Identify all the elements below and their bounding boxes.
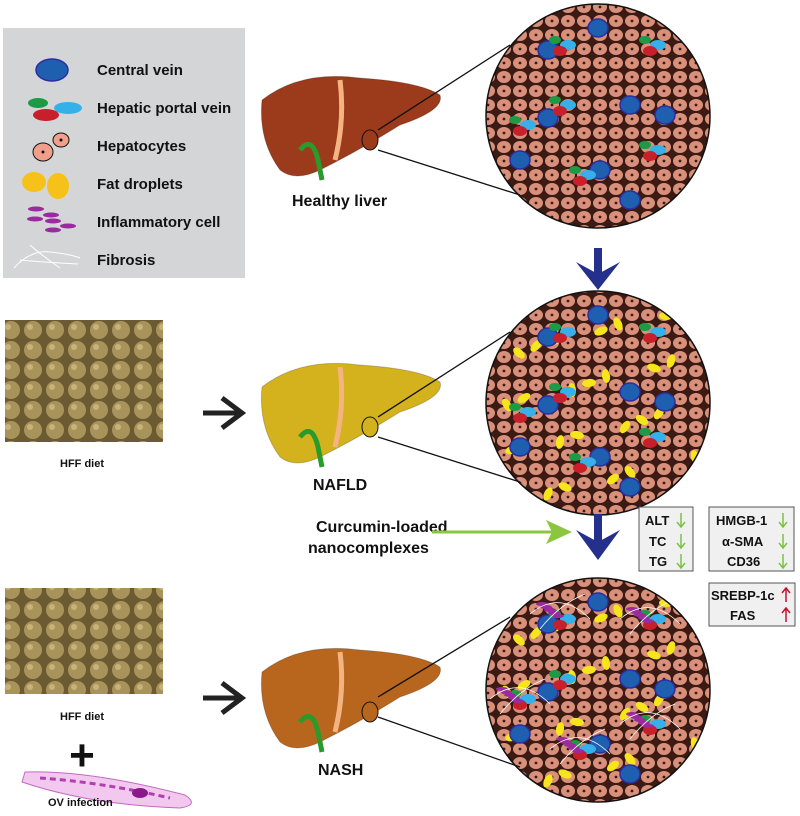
- down-arrow-icon: [778, 554, 788, 570]
- label-hff-diet-2: HFF diet: [60, 711, 104, 723]
- label-nafld: NAFLD: [313, 477, 367, 494]
- fibrosis-icon: [13, 244, 81, 269]
- legend-hepatic-portal-vein: Hepatic portal vein: [97, 100, 231, 117]
- legend-fat-droplets: Fat droplets: [97, 176, 183, 193]
- marker-box-1: ALT TC TG: [638, 506, 694, 572]
- label-healthy-liver: Healthy liver: [292, 193, 387, 210]
- treatment-line-1: Curcumin-loaded: [316, 519, 448, 536]
- marker-box-3: SREBP-1c FAS: [708, 582, 796, 627]
- progression-arrows: [576, 248, 620, 560]
- label-nash: NASH: [318, 762, 363, 779]
- marker-fas: FAS: [730, 608, 756, 623]
- treatment-line-2: nanocomplexes: [308, 540, 429, 557]
- marker-asma: α-SMA: [722, 534, 764, 549]
- zoom-lines: [377, 44, 521, 768]
- fat-droplets-icon: [22, 172, 69, 199]
- legend-fibrosis: Fibrosis: [97, 252, 155, 269]
- down-arrow-icon: [778, 513, 788, 529]
- hff-diet-image-2: [5, 588, 163, 694]
- inflammatory-cell-icon: [27, 206, 76, 233]
- legend: Central vein Hepatic portal vein Hepatoc…: [3, 28, 245, 278]
- nafld-liver-image: [260, 362, 441, 468]
- histology-nash: [486, 578, 710, 802]
- marker-alt: ALT: [645, 513, 669, 528]
- histology-healthy: [486, 4, 710, 228]
- central-vein-icon: [35, 58, 69, 82]
- plus-sign: +: [69, 731, 95, 780]
- up-arrow-icon: [781, 606, 791, 622]
- ov-parasite-image: [21, 771, 192, 809]
- marker-hmgb1: HMGB-1: [716, 513, 767, 528]
- legend-inflammatory-cell: Inflammatory cell: [97, 214, 220, 231]
- hepatocytes-icon: [32, 132, 70, 162]
- up-arrow-icon: [781, 586, 791, 602]
- label-hff-diet-1: HFF diet: [60, 458, 104, 470]
- marker-tg: TG: [649, 554, 667, 569]
- healthy-liver-image: [260, 75, 441, 181]
- down-arrow-icon: [676, 534, 686, 550]
- legend-central-vein: Central vein: [97, 62, 183, 79]
- hff-diet-image-1: [5, 320, 163, 442]
- nash-liver-image: [260, 647, 441, 753]
- down-arrow-icon: [676, 513, 686, 529]
- marker-srebp1c: SREBP-1c: [711, 588, 775, 603]
- down-arrow-icon: [778, 534, 788, 550]
- histology-nafld: [486, 291, 710, 515]
- marker-box-2: HMGB-1 α-SMA CD36: [708, 506, 795, 572]
- label-ov-infection: OV infection: [48, 797, 113, 809]
- marker-cd36: CD36: [727, 554, 760, 569]
- hepatic-portal-vein-icon: [28, 98, 82, 121]
- legend-hepatocytes: Hepatocytes: [97, 138, 186, 155]
- marker-tc: TC: [649, 534, 667, 549]
- treatment-arrow: [432, 520, 572, 544]
- down-arrow-icon: [676, 554, 686, 570]
- black-arrows: [203, 396, 247, 715]
